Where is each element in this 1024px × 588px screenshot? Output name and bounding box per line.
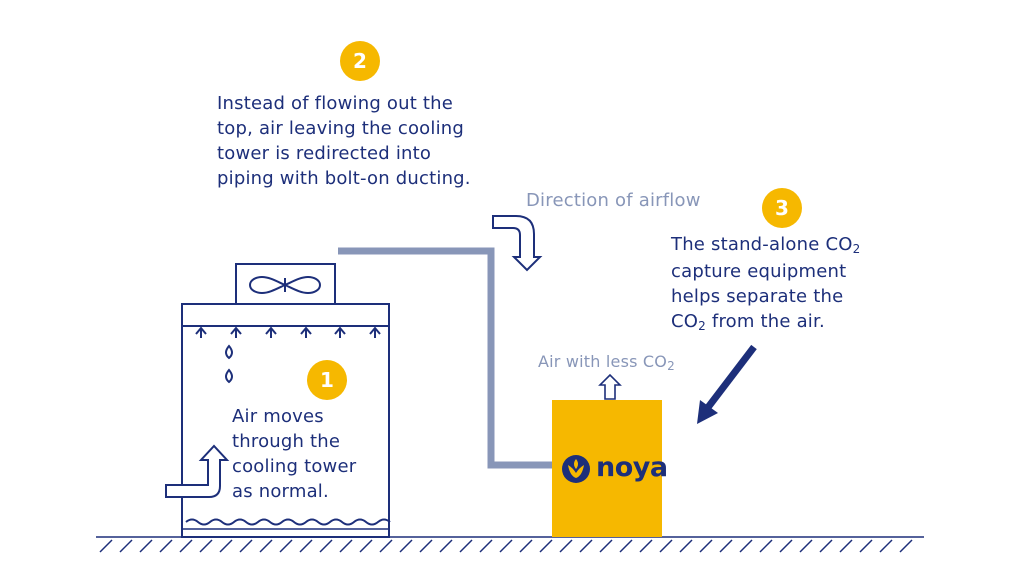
airflow-direction-arrow xyxy=(492,215,543,272)
step-1-text: Air moves through the cooling tower as n… xyxy=(232,404,356,504)
cooling-tower xyxy=(181,263,391,538)
ground xyxy=(96,536,924,553)
airflow-label: Direction of airflow xyxy=(526,190,701,211)
step-2-line: piping with bolt-on ducting. xyxy=(217,168,471,189)
spray-nozzle xyxy=(230,326,242,338)
fan-icon xyxy=(248,275,322,295)
step-2-badge: 2 xyxy=(340,41,380,81)
step-1-badge: 1 xyxy=(307,360,347,400)
step-3-badge: 3 xyxy=(762,188,802,228)
air-outflow-arrow xyxy=(598,373,622,400)
step-3-line: capture equipment xyxy=(671,261,847,282)
step-1-line: through the xyxy=(232,431,341,452)
water-surface xyxy=(185,518,391,526)
air-inflow-arrow xyxy=(165,444,230,498)
noya-logo-text: noya xyxy=(596,452,668,483)
less-co2-label: Air with less CO2 xyxy=(538,352,675,373)
step-3-text: The stand-alone CO2 capture equipment he… xyxy=(671,232,860,336)
step-3-line: The stand-alone CO2 xyxy=(671,234,861,256)
spray-nozzle xyxy=(195,326,207,338)
water-droplets xyxy=(225,344,233,384)
pointer-arrow xyxy=(697,344,757,424)
spray-nozzles xyxy=(195,326,381,338)
step-3-line: helps separate the xyxy=(671,286,844,307)
spray-nozzle xyxy=(265,326,277,338)
step-1-line: cooling tower xyxy=(232,456,357,477)
noya-logo-icon xyxy=(562,455,590,483)
fan-housing xyxy=(235,263,336,305)
step-3-line: CO2 from the air. xyxy=(671,311,825,333)
step-2-line: tower is redirected into xyxy=(217,143,432,164)
spray-nozzle xyxy=(300,326,312,338)
step-2-line: top, air leaving the cooling xyxy=(217,118,465,139)
spray-nozzle xyxy=(369,326,381,338)
step-2-text: Instead of flowing out the top, air leav… xyxy=(217,91,471,191)
step-1-line: as normal. xyxy=(232,481,329,502)
duct-pipe xyxy=(338,247,552,469)
step-1-line: Air moves xyxy=(232,406,324,427)
step-2-line: Instead of flowing out the xyxy=(217,93,454,114)
spray-nozzle xyxy=(334,326,346,338)
